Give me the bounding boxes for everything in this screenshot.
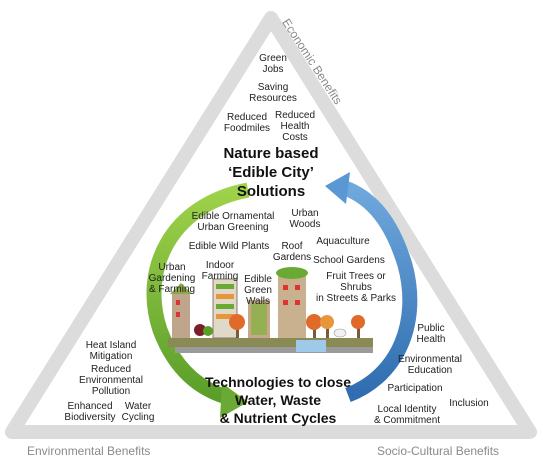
window-red: [176, 312, 180, 317]
item-reduced-pollution: Reduced Environmental Pollution: [79, 364, 143, 397]
item-environmental-education: Environmental Education: [398, 354, 462, 376]
roof-garden-tower: [278, 275, 306, 338]
fruit-tree: [351, 315, 365, 338]
item-public-health: Public Health: [416, 323, 446, 345]
item-reduced-health-costs: Reduced Health Costs: [274, 110, 316, 143]
item-participation: Participation: [387, 383, 443, 394]
blue-arrow-head: [325, 172, 350, 204]
ground-base: [175, 347, 373, 353]
green-arrow-head: [220, 383, 248, 418]
farm-shelf: [216, 284, 234, 289]
solution-aquaculture: Aquaculture: [316, 236, 370, 247]
item-green-jobs: Green Jobs: [259, 53, 287, 75]
item-enhanced-biodiversity: Enhanced Biodiversity: [64, 401, 116, 423]
item-inclusion: Inclusion: [449, 398, 489, 409]
farm-shelf: [216, 304, 234, 309]
item-water-cycling: Water Cycling: [121, 401, 155, 423]
item-reduced-foodmiles: Reduced Foodmiles: [223, 112, 271, 134]
farm-shelf: [216, 294, 234, 299]
item-heat-island: Heat Island Mitigation: [85, 340, 137, 362]
ground-strip: [168, 338, 373, 347]
solution-roof-gardens: Roof Gardens: [272, 241, 312, 263]
fruit-tree: [229, 314, 245, 338]
window-red: [283, 285, 288, 290]
window-red: [283, 300, 288, 305]
sheep: [333, 328, 347, 338]
green-wall: [251, 303, 267, 335]
center-title: Nature based ‘Edible City’ Solutions: [223, 145, 319, 200]
item-saving-resources: Saving Resources: [249, 82, 297, 104]
building-left: [172, 292, 190, 338]
bottom-title: Technologies to close Water, Waste & Nut…: [205, 374, 351, 426]
window-red: [176, 300, 180, 305]
solution-fruit-trees: Fruit Trees or Shrubs in Streets & Parks: [315, 271, 397, 304]
roof-garden: [276, 267, 308, 279]
solution-school-gardens: School Gardens: [313, 255, 385, 266]
solution-edible-ornamental: Edible Ornamental Urban Greening: [191, 211, 275, 233]
solution-edible-green-walls: Edible Green Walls: [244, 274, 272, 307]
blue-cycle-arrow: [342, 180, 418, 402]
building-left-roof: [170, 283, 192, 294]
item-local-identity: Local Identity & Commitment: [373, 404, 441, 426]
fruit-tree: [320, 315, 334, 338]
corner-label-socio-cultural: Socio-Cultural Benefits: [377, 444, 500, 458]
water-pool: [296, 340, 326, 352]
fruit-tree: [306, 314, 322, 338]
solution-urban-woods: Urban Woods: [289, 208, 321, 230]
window-red: [295, 300, 300, 305]
solution-indoor-farming: Indoor Farming: [201, 260, 239, 282]
solution-urban-gardening: Urban Gardening & Farming: [148, 262, 196, 295]
solution-edible-wild-plants: Edible Wild Plants: [188, 241, 270, 252]
city-illustration: [168, 267, 373, 353]
window-red: [295, 285, 300, 290]
farm-shelf: [216, 314, 234, 319]
green-cycle-arrow: [146, 182, 250, 406]
bush: [194, 324, 213, 336]
corner-label-environmental: Environmental Benefits: [27, 444, 151, 458]
